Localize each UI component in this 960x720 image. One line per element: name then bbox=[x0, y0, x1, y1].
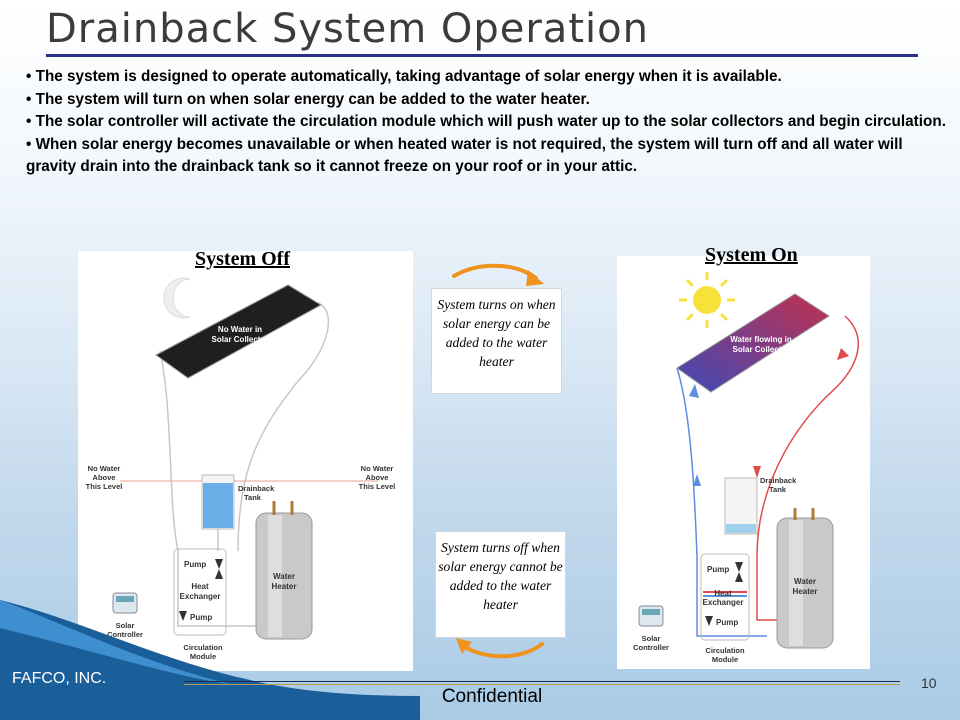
pump2-label: Pump bbox=[190, 613, 212, 622]
heat-exchanger-label-1: Heat bbox=[714, 589, 732, 598]
heater-label-2: Heater bbox=[272, 582, 297, 591]
bullet-item: • The solar controller will activate the… bbox=[26, 113, 946, 130]
return-pipe bbox=[237, 302, 330, 552]
page-number: 10 bbox=[921, 675, 937, 691]
title-underline bbox=[46, 54, 918, 57]
turn-off-arrow-icon bbox=[456, 638, 544, 659]
hot-pipe bbox=[756, 315, 859, 621]
system-off-title: System Off bbox=[195, 248, 290, 270]
heater-label-2: Heater bbox=[793, 587, 818, 596]
heat-exchanger-label-2: Exchanger bbox=[180, 592, 221, 601]
controller-label-1: Solar bbox=[116, 621, 135, 630]
controller-label-2: Controller bbox=[633, 643, 669, 652]
module-label-2: Module bbox=[190, 652, 216, 661]
system-on-diagram: Water flowing in Solar Collector Drainba… bbox=[633, 272, 859, 664]
left-level-label-2: Above bbox=[93, 473, 116, 482]
footer-rule-accent bbox=[184, 684, 900, 685]
bullet-item: • When solar energy becomes unavailable … bbox=[26, 135, 903, 176]
footer-rule bbox=[184, 681, 900, 682]
heat-exchanger-label-2: Exchanger bbox=[703, 598, 744, 607]
right-level-label-3: This Level bbox=[359, 482, 396, 491]
module-label-2: Module bbox=[712, 655, 738, 664]
company-name: FAFCO, INC. bbox=[12, 670, 107, 687]
system-on-title: System On bbox=[705, 244, 798, 266]
heater-label-1: Water bbox=[273, 572, 295, 581]
controller-label-2: Controller bbox=[107, 630, 143, 639]
turn-on-callout: System turns on when solar energy can be… bbox=[431, 288, 562, 394]
solar-collector bbox=[155, 284, 323, 379]
tank-label-1: Drainback bbox=[238, 484, 275, 493]
moon-icon bbox=[163, 277, 191, 319]
solar-collector bbox=[676, 293, 830, 393]
system-on-panel: Water flowing in Solar Collector Drainba… bbox=[617, 244, 870, 669]
collector-label-1: No Water in bbox=[218, 325, 262, 334]
system-off-panel: No Water in Solar Collector No Water Abo… bbox=[78, 248, 413, 671]
system-off-diagram: No Water in Solar Collector No Water Abo… bbox=[86, 277, 396, 661]
controller-label-1: Solar bbox=[642, 634, 661, 643]
collector-label-1: Water flowing in bbox=[730, 335, 792, 344]
slide-title: Drainback System Operation bbox=[46, 6, 649, 52]
collector-label-2: Solar Collector bbox=[212, 335, 269, 344]
left-level-label-1: No Water bbox=[88, 464, 121, 473]
tank-label-2: Tank bbox=[244, 493, 262, 502]
circulation-module bbox=[173, 548, 227, 636]
confidential-label: Confidential bbox=[441, 686, 543, 707]
left-level-label-3: This Level bbox=[86, 482, 123, 491]
turn-on-arrow-icon bbox=[452, 263, 544, 286]
sun-icon bbox=[679, 272, 735, 328]
bullet-item: • The system will turn on when solar ene… bbox=[26, 90, 590, 108]
bullet-list: • The system is designed to operate auto… bbox=[26, 66, 951, 179]
footer-swoosh bbox=[0, 600, 420, 720]
heat-exchanger-label-1: Heat bbox=[191, 582, 209, 591]
tank-label-2: Tank bbox=[769, 485, 787, 494]
collector-label-2: Solar Collector bbox=[733, 345, 790, 354]
tank-label-1: Drainback bbox=[760, 476, 797, 485]
circulation-module bbox=[700, 553, 750, 641]
pump-label: Pump bbox=[184, 560, 206, 569]
heater-label-1: Water bbox=[794, 577, 816, 586]
turn-off-callout: System turns off when solar energy canno… bbox=[435, 531, 566, 638]
right-level-label-1: No Water bbox=[361, 464, 394, 473]
module-label-1: Circulation bbox=[705, 646, 745, 655]
bullet-item: • The system is designed to operate auto… bbox=[26, 68, 782, 85]
right-level-label-2: Above bbox=[366, 473, 389, 482]
cold-pipe bbox=[676, 367, 767, 637]
pump2-label: Pump bbox=[716, 618, 738, 627]
pump-label: Pump bbox=[707, 565, 729, 574]
tank-water bbox=[203, 483, 233, 528]
module-label-1: Circulation bbox=[183, 643, 223, 652]
tank-water bbox=[726, 524, 756, 533]
